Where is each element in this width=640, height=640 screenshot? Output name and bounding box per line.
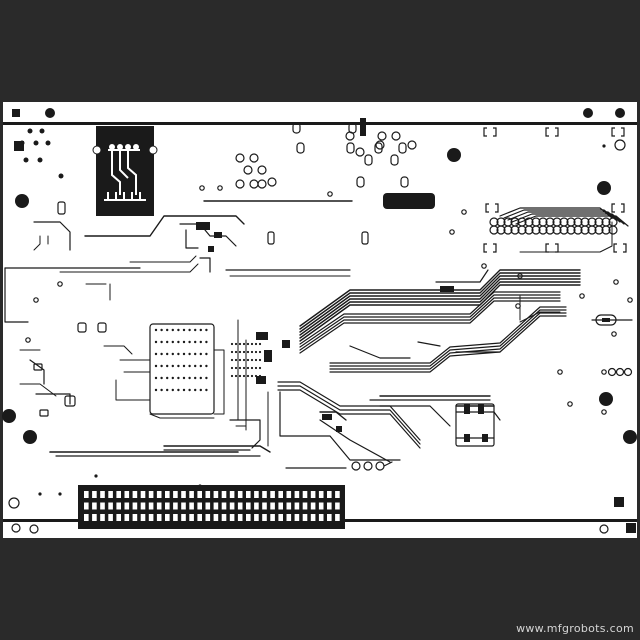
pads-and-vias (2, 108, 637, 534)
usb-connector-footprint (92, 126, 158, 216)
black-component-pad (383, 193, 435, 209)
watermark-text: www.mfgrobots.com (516, 622, 634, 635)
bottom-header-connector (78, 485, 345, 529)
